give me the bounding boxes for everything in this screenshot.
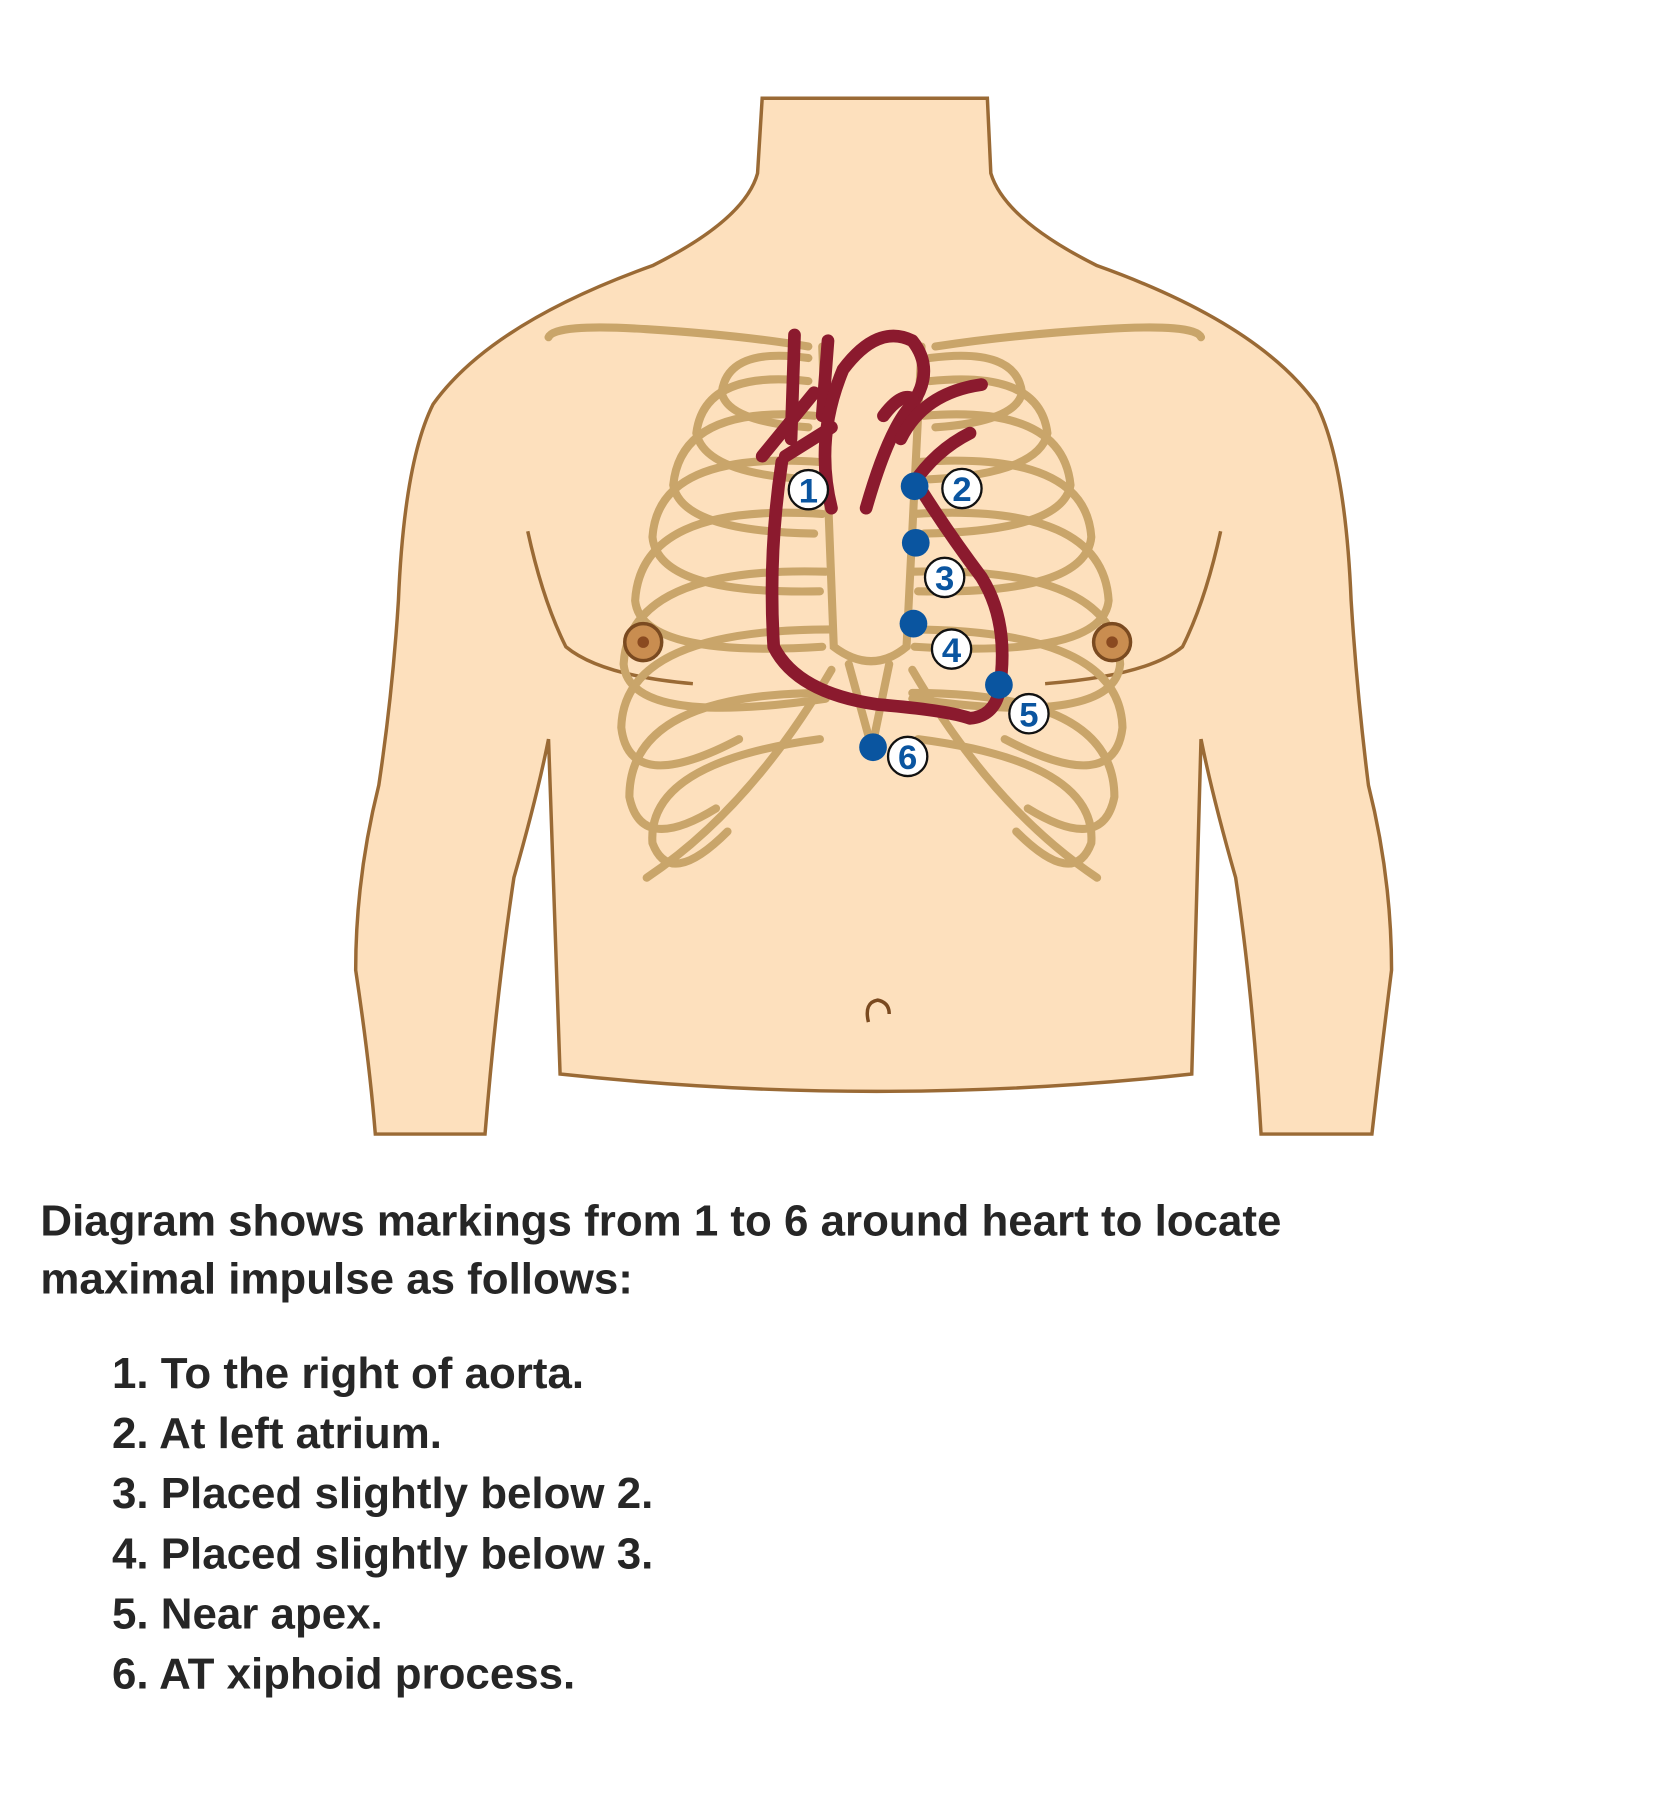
nipple-right: [1091, 621, 1133, 663]
heart: [755, 328, 1009, 725]
marker-3: 3: [901, 528, 966, 599]
nipple-left: [623, 621, 664, 663]
svg-text:6: 6: [898, 739, 917, 777]
list-item: 1. To the right of aorta.: [112, 1349, 584, 1398]
marker-5: 5: [985, 670, 1050, 735]
marker-2: 2: [900, 467, 983, 510]
caption-line-1: Diagram shows markings from 1 to 6 aroun…: [40, 1197, 1281, 1246]
list-item: 3. Placed slightly below 2.: [112, 1469, 653, 1518]
rib-cage: [544, 323, 1206, 882]
svg-text:3: 3: [935, 560, 954, 598]
torso: [353, 96, 1394, 1136]
svg-text:2: 2: [952, 471, 971, 509]
caption-line-2: maximal impulse as follows:: [40, 1254, 633, 1303]
list-item: 4. Placed slightly below 3.: [112, 1529, 653, 1578]
marker-list: 1. To the right of aorta. 2. At left atr…: [112, 1349, 653, 1698]
list-item: 6. AT xiphoid process.: [112, 1649, 575, 1698]
navel: [865, 998, 891, 1023]
svg-text:5: 5: [1019, 696, 1038, 734]
svg-text:1: 1: [799, 472, 818, 510]
marker-1: 1: [787, 468, 830, 511]
svg-text:4: 4: [942, 632, 962, 670]
marker-6: 6: [859, 733, 929, 778]
list-item: 2. At left atrium.: [112, 1409, 442, 1458]
marker-4: 4: [899, 609, 973, 670]
list-item: 5. Near apex.: [112, 1589, 383, 1638]
